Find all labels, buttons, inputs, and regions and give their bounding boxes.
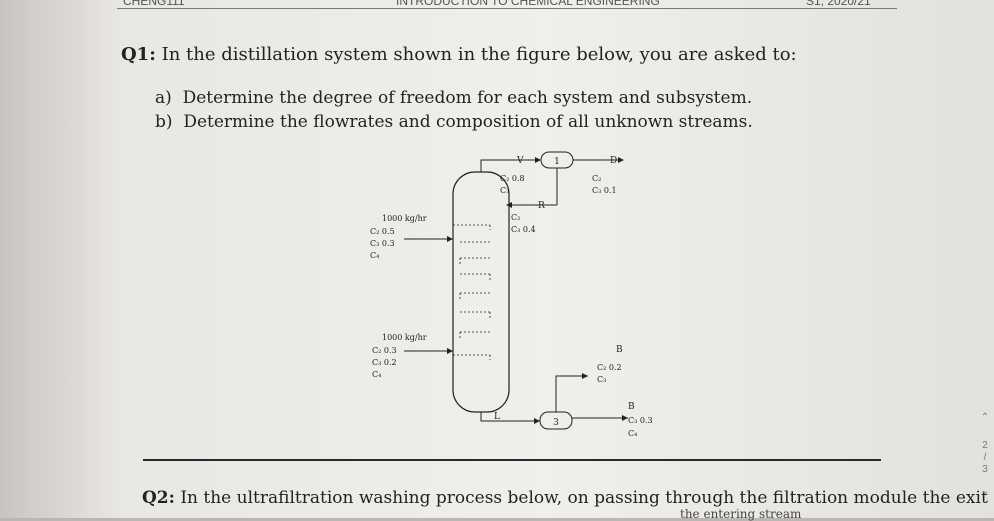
feed-2-arrow xyxy=(447,348,453,354)
column-trays xyxy=(453,224,491,360)
feed-1-c4: C₄ xyxy=(370,251,379,260)
page-indicator[interactable]: ⌃ 2 / 3 ⌄ xyxy=(976,412,994,502)
distillation-diagram: 1 V D R C₂ 0.8 C₃ C₂ C₃ 0.1 C₂ C₃ 0.4 10… xyxy=(370,151,653,438)
task-b-marker: b) xyxy=(155,112,173,132)
label-D: D xyxy=(610,156,617,166)
label-L: L xyxy=(494,412,500,422)
reflux-c2: C₂ xyxy=(511,213,520,222)
semester: S1, 2020/21 xyxy=(806,0,871,8)
feed-1-c3: C₃ 0.3 xyxy=(370,239,395,248)
chevron-up-icon[interactable]: ⌃ xyxy=(980,412,990,423)
task-b: b) Determine the flowrates and compositi… xyxy=(155,112,753,132)
b1-line xyxy=(555,375,588,412)
reflux-arrow xyxy=(506,202,512,208)
unit-3-label: 3 xyxy=(553,418,559,428)
total-pages: 3 xyxy=(982,464,988,475)
page-header: CHENG111 INTRODUCTION TO CHEMICAL ENGINE… xyxy=(0,0,994,10)
section-divider xyxy=(143,459,881,461)
header-rule xyxy=(117,8,897,9)
bottoms-arrow xyxy=(534,418,540,424)
reflux-c3: C₃ 0.4 xyxy=(511,225,536,234)
vapor-c3: C₃ xyxy=(500,186,509,195)
feed-2-c4: C₄ xyxy=(372,370,381,379)
label-R: R xyxy=(538,201,545,211)
label-B2: B xyxy=(628,402,635,412)
question-1-label: Q1: xyxy=(121,44,156,65)
vapor-c2: C₂ 0.8 xyxy=(500,174,525,183)
feed-2-c2: C₂ 0.3 xyxy=(372,346,397,355)
bottoms-line xyxy=(480,412,540,422)
vapor-line xyxy=(480,159,535,172)
question-2-continuation: the entering stream xyxy=(680,507,802,521)
feed-1-flow: 1000 kg/hr xyxy=(382,214,427,223)
feed-1-c2: C₂ 0.5 xyxy=(370,227,395,236)
vapor-arrow xyxy=(535,157,541,163)
label-V: V xyxy=(516,156,524,166)
question-2-label: Q2: xyxy=(142,488,175,508)
distillation-column xyxy=(452,171,510,413)
course-code: CHENG111 xyxy=(123,0,185,8)
question-2: Q2: In the ultrafiltration washing proce… xyxy=(142,488,988,508)
b1-c2: C₂ 0.2 xyxy=(597,363,622,372)
distillate-arrow xyxy=(618,157,624,163)
question-1: Q1: In the distillation system shown in … xyxy=(121,44,797,65)
unit-1-label: 1 xyxy=(554,157,560,167)
current-page: 2 xyxy=(982,440,988,451)
feed-1-arrow xyxy=(447,236,453,242)
distillate-c3: C₃ 0.1 xyxy=(592,186,617,195)
distillate-c2: C₂ xyxy=(592,174,601,183)
question-1-text: In the distillation system shown in the … xyxy=(161,44,797,65)
page-separator: / xyxy=(983,452,987,463)
b1-arrow xyxy=(582,373,588,379)
task-a: a) Determine the degree of freedom for e… xyxy=(155,88,752,108)
feed-2-c3: C₃ 0.2 xyxy=(372,358,397,367)
task-a-text: Determine the degree of freedom for each… xyxy=(182,88,753,108)
question-2-text: In the ultrafiltration washing process b… xyxy=(180,488,988,508)
task-b-text: Determine the flowrates and composition … xyxy=(183,112,753,132)
chevron-down-icon[interactable]: ⌄ xyxy=(980,486,990,497)
feed-2-flow: 1000 kg/hr xyxy=(382,333,427,342)
b1-c3: C₃ xyxy=(597,375,606,384)
course-title: INTRODUCTION TO CHEMICAL ENGINEERING xyxy=(396,0,660,8)
task-a-marker: a) xyxy=(155,88,172,108)
b2-c3: C₃ 0.3 xyxy=(628,416,653,425)
b2-arrow xyxy=(622,415,628,421)
label-B1: B xyxy=(616,345,623,355)
b2-c4: C₄ xyxy=(628,429,637,438)
